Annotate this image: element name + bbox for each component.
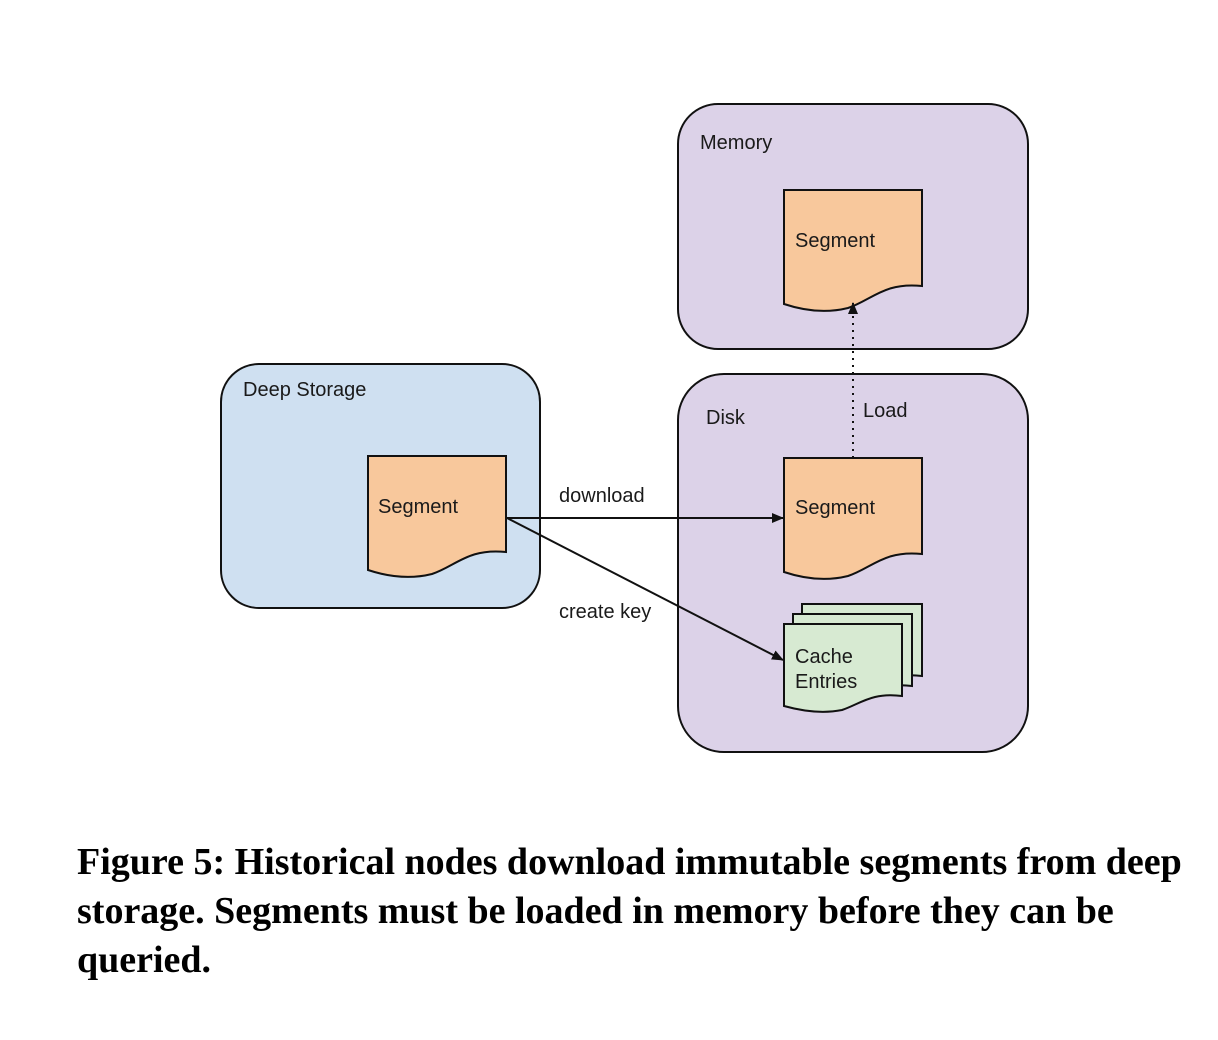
disk-segment-label: Segment (795, 497, 875, 519)
figure-caption: Figure 5: Historical nodes download immu… (77, 841, 1182, 981)
disk-segment-document: Segment (783, 457, 923, 580)
load-edge-label: Load (863, 400, 908, 422)
cache-entries-label-line2: Entries (795, 671, 857, 693)
cache-entries-label-line1: Cache (795, 646, 853, 668)
download-edge-label: download (559, 485, 645, 507)
load-edge: Load (848, 302, 908, 458)
cache-entries-stack: Cache Entries (783, 603, 923, 713)
deep-storage-segment-document: Segment (367, 455, 507, 578)
memory-segment-label: Segment (795, 230, 875, 252)
deep-storage-segment-label: Segment (378, 496, 458, 518)
create-key-edge-label: create key (559, 601, 651, 623)
deep-storage-label: Deep Storage (243, 379, 366, 401)
memory-label: Memory (700, 132, 772, 154)
download-edge: download (507, 485, 784, 523)
memory-segment-document: Segment (783, 189, 923, 312)
architecture-diagram: Deep Storage Memory Disk Segment Segment… (220, 103, 1029, 753)
disk-label: Disk (706, 407, 746, 429)
create-key-edge: create key (506, 517, 784, 661)
